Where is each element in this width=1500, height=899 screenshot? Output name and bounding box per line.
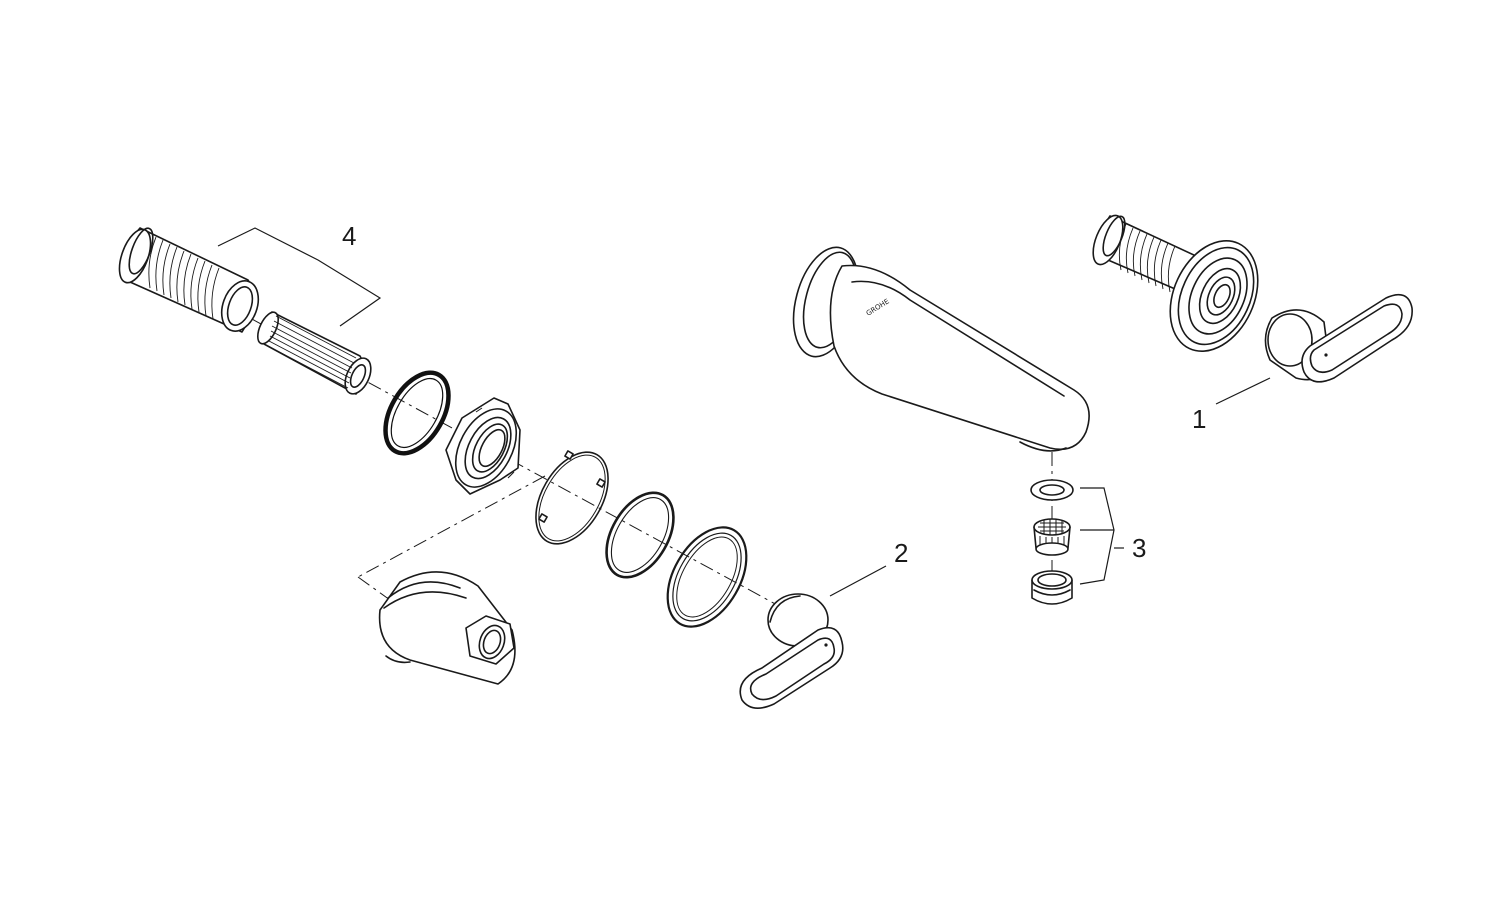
lever-handle-right bbox=[1264, 293, 1413, 383]
callout-2-label: 2 bbox=[894, 538, 908, 568]
callout-3: 3 bbox=[1079, 487, 1146, 585]
spline-spindle bbox=[256, 311, 372, 395]
spout: GROHE bbox=[792, 246, 1090, 452]
gasket-ring bbox=[605, 491, 675, 579]
concealed-valve-body bbox=[378, 571, 516, 685]
lever-handle-left bbox=[739, 593, 844, 709]
aerator-mesh bbox=[1038, 519, 1066, 535]
cover-rosette bbox=[666, 526, 748, 628]
right-sleeve-ribs bbox=[1118, 223, 1176, 293]
callout-4: 4 bbox=[217, 221, 382, 327]
aerator-housing bbox=[1031, 570, 1073, 605]
sleeve-ribs bbox=[148, 236, 220, 320]
aerator-insert bbox=[1033, 518, 1071, 556]
extension-sleeve bbox=[118, 227, 260, 333]
callout-3-label: 3 bbox=[1132, 533, 1146, 563]
callout-1: 1 bbox=[1192, 377, 1271, 434]
spindle-splines bbox=[267, 315, 357, 389]
callout-1-label: 1 bbox=[1192, 404, 1206, 434]
callout-2: 2 bbox=[829, 538, 908, 597]
rosette-flange-right bbox=[1169, 239, 1259, 353]
aerator-washer bbox=[1030, 479, 1074, 501]
o-ring-large bbox=[383, 370, 451, 456]
mounting-nut bbox=[445, 397, 521, 495]
retaining-clip bbox=[535, 450, 609, 545]
callout-4-label: 4 bbox=[342, 221, 356, 251]
